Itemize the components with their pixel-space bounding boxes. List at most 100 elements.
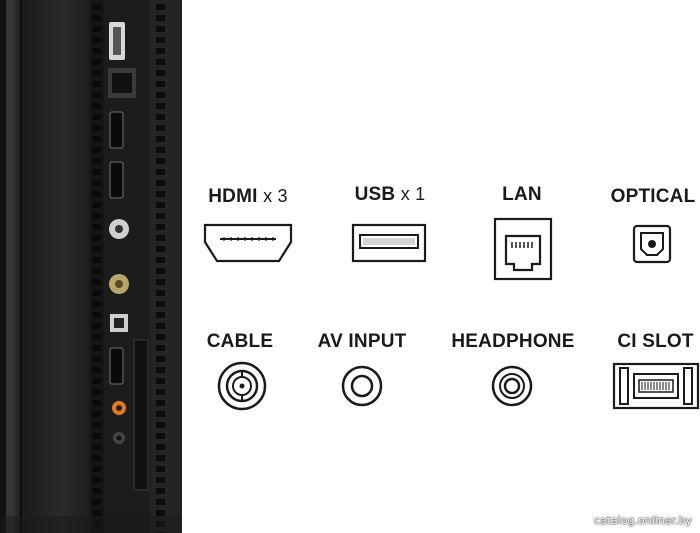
vent-hole (93, 356, 101, 362)
vent-hole (93, 488, 101, 494)
vent-hole (156, 15, 165, 21)
vent-hole (156, 433, 165, 439)
vent-hole (156, 378, 165, 384)
optical-port-icon (632, 224, 672, 269)
vent-hole (156, 444, 165, 450)
vent-hole (93, 301, 101, 307)
vent-hole (156, 466, 165, 472)
vent-hole (93, 345, 101, 351)
watermark: catalog.onliner.by (593, 514, 692, 527)
vent-hole (93, 466, 101, 472)
vent-hole (93, 169, 101, 175)
vent-hole (93, 125, 101, 131)
vent-hole (93, 15, 101, 21)
vent-hole (156, 367, 165, 373)
vent-hole (93, 290, 101, 296)
vent-hole (156, 158, 165, 164)
vent-hole (93, 422, 101, 428)
headphone-label: HEADPHONE (451, 331, 575, 352)
vent-hole (93, 444, 101, 450)
vent-hole (93, 334, 101, 340)
hdmi-port-icon (202, 222, 294, 269)
vent-hole (156, 136, 165, 142)
vent-hole (156, 356, 165, 362)
ci-slot-label: CI SLOT (617, 331, 694, 352)
vent-hole (93, 103, 101, 109)
vent-hole (156, 48, 165, 54)
vent-hole (156, 488, 165, 494)
vent-hole (156, 70, 165, 76)
vent-hole (156, 268, 165, 274)
vent-hole (156, 114, 165, 120)
vent-hole (156, 59, 165, 65)
vent-hole (93, 114, 101, 120)
usb-port-icon (351, 222, 427, 269)
vent-hole (156, 312, 165, 318)
vent-hole (156, 499, 165, 505)
vent-hole (93, 510, 101, 516)
vent-hole (156, 422, 165, 428)
vent-hole (156, 103, 165, 109)
vent-hole (93, 224, 101, 230)
vent-hole (93, 433, 101, 439)
cable-port-icon (216, 360, 268, 417)
vent-hole (93, 180, 101, 186)
vent-hole (156, 246, 165, 252)
vent-hole (93, 48, 101, 54)
tv-back-panel (0, 0, 182, 533)
usb-label: USB x 1 (354, 184, 426, 205)
vent-hole (93, 477, 101, 483)
vent-hole (93, 268, 101, 274)
vent-hole (93, 213, 101, 219)
vent-hole (93, 389, 101, 395)
vent-hole (93, 37, 101, 43)
vent-hole (93, 235, 101, 241)
vent-hole (156, 92, 165, 98)
vent-hole (93, 499, 101, 505)
vent-hole (156, 169, 165, 175)
av-input-label: AV INPUT (317, 331, 407, 352)
vent-hole (156, 257, 165, 263)
vent-hole (156, 224, 165, 230)
vent-hole (156, 290, 165, 296)
vent-hole (156, 81, 165, 87)
vent-hole (156, 400, 165, 406)
vent-hole (93, 367, 101, 373)
vent-hole (93, 202, 101, 208)
vent-hole (156, 510, 165, 516)
vent-hole (156, 301, 165, 307)
vent-hole (93, 400, 101, 406)
vent-hole (156, 202, 165, 208)
vent-hole (93, 59, 101, 65)
vent-hole (156, 125, 165, 131)
vent-hole (156, 191, 165, 197)
vent-hole (156, 477, 165, 483)
vent-hole (93, 279, 101, 285)
vent-hole (93, 411, 101, 417)
vent-hole (93, 312, 101, 318)
lan-label: LAN (502, 184, 542, 205)
vent-hole (156, 4, 165, 10)
vent-hole (93, 246, 101, 252)
vent-hole (93, 147, 101, 153)
vent-hole (93, 92, 101, 98)
vent-hole (93, 136, 101, 142)
cable-label: CABLE (206, 331, 274, 352)
vent-hole (156, 323, 165, 329)
lan-port-icon (492, 216, 554, 287)
tv-panel-illustration (0, 0, 182, 533)
vent-hole (156, 455, 165, 461)
vent-hole (156, 411, 165, 417)
headphone-port-icon (490, 364, 534, 413)
vent-hole (156, 389, 165, 395)
vent-hole (93, 257, 101, 263)
vent-hole (93, 378, 101, 384)
vent-hole (93, 81, 101, 87)
optical-label: OPTICAL (610, 186, 696, 207)
vent-hole (156, 26, 165, 32)
vent-hole (156, 235, 165, 241)
vent-hole (93, 70, 101, 76)
vent-hole (93, 158, 101, 164)
ci-slot-icon (612, 358, 700, 419)
vent-hole (156, 213, 165, 219)
